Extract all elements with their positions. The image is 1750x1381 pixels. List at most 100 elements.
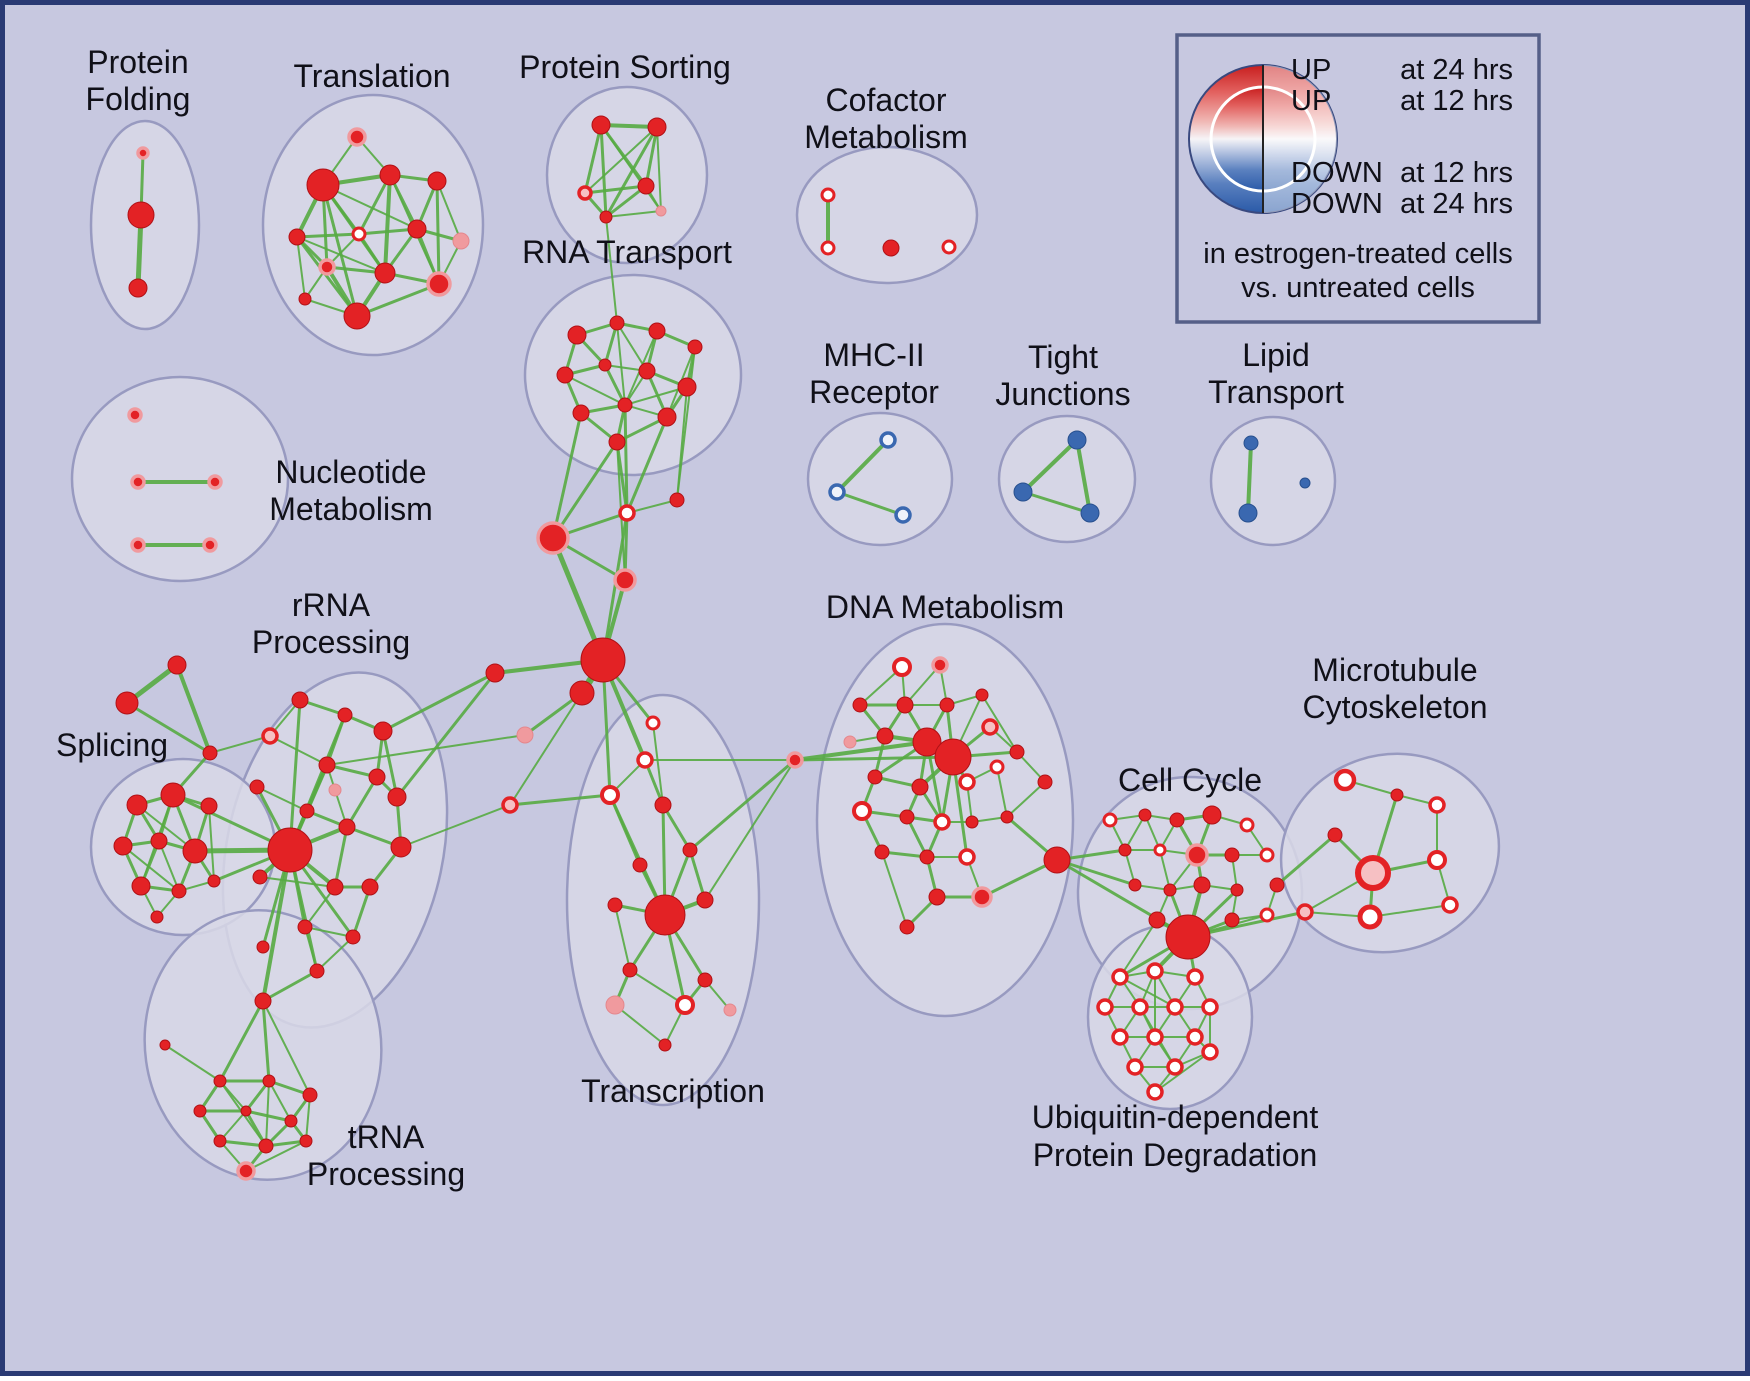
network-node-red — [1009, 744, 1025, 760]
network-node-red — [682, 842, 698, 858]
network-node-red — [127, 201, 155, 229]
network-node-pink — [605, 995, 625, 1015]
network-node-red — [113, 836, 133, 856]
legend-row-direction-3: DOWN — [1291, 188, 1383, 220]
network-edge — [623, 403, 629, 515]
network-node-red — [1224, 912, 1240, 928]
network-edge — [904, 664, 941, 706]
network-node-red — [637, 177, 655, 195]
network-node-ring — [1096, 998, 1114, 1016]
network-node-red — [599, 210, 613, 224]
network-node-red — [657, 407, 677, 427]
network-node-red — [607, 897, 623, 913]
network-edge — [508, 793, 612, 807]
network-node-ring — [892, 657, 912, 677]
network-edge — [601, 511, 629, 662]
network-node-red — [569, 680, 595, 706]
network-node-red — [299, 803, 315, 819]
network-node-ring — [1333, 768, 1357, 792]
network-node-red — [200, 797, 218, 815]
network-node-ring — [1441, 896, 1459, 914]
network-edge — [288, 698, 302, 852]
network-edge — [584, 126, 658, 194]
network-node-red — [171, 883, 187, 899]
network-node-red — [934, 738, 972, 776]
network-node-red — [882, 239, 900, 257]
network-node-red — [318, 756, 336, 774]
network-edge — [601, 658, 612, 797]
network-node-red — [677, 377, 697, 397]
network-node-red — [387, 787, 407, 807]
network-node-blue — [1080, 503, 1100, 523]
network-node-blue — [1067, 430, 1087, 450]
network-edge — [1021, 438, 1079, 494]
network-edge — [688, 758, 797, 852]
network-node-red — [288, 228, 306, 246]
legend-row-direction-2: DOWN — [1291, 157, 1383, 189]
network-edge — [164, 1044, 221, 1082]
legend-row-direction-1: UP — [1291, 85, 1331, 117]
network-edge — [351, 885, 372, 939]
network-edge — [357, 173, 392, 236]
network-node-red — [591, 115, 611, 135]
network-edge — [256, 786, 308, 812]
network-node-ring — [820, 240, 836, 256]
network-node-red — [697, 972, 713, 988]
network-edge — [122, 845, 180, 892]
cluster-label-splicing: Splicing — [56, 727, 168, 763]
network-node-red — [298, 292, 312, 306]
network-node-ring — [1428, 796, 1446, 814]
network-edge — [209, 735, 271, 754]
network-node-red — [202, 745, 218, 761]
network-edge — [219, 1110, 247, 1142]
cluster-ellipse-microtubule-cytoskeleton — [1279, 752, 1501, 954]
network-edge — [1369, 904, 1451, 918]
network-node-red — [379, 164, 401, 186]
network-node-red — [617, 397, 633, 413]
network-node-red — [284, 1114, 298, 1128]
network-edge — [261, 969, 319, 1003]
network-node-ring — [1166, 1058, 1184, 1076]
network-node-pinkring — [1355, 855, 1391, 891]
cluster-ellipse-mhc-ii-receptor — [806, 411, 954, 547]
network-node-red — [267, 827, 313, 873]
legend-caption-line2: vs. untreated cells — [1241, 272, 1475, 304]
network-node-red — [1202, 805, 1222, 825]
network-edge — [835, 490, 905, 517]
network-edge — [661, 803, 692, 852]
network-edge — [614, 904, 631, 971]
network-node-red — [345, 929, 361, 945]
network-node-red — [1138, 808, 1152, 822]
network-node-halo — [136, 146, 150, 160]
network-node-red — [150, 910, 164, 924]
network-edge — [1119, 976, 1176, 1008]
network-node-halo — [127, 407, 143, 423]
legend-row-time-0: at 24 hrs — [1400, 54, 1513, 86]
network-node-red — [928, 888, 946, 906]
cluster-label-protein-sorting: Protein Sorting — [519, 49, 731, 85]
network-edge — [295, 232, 361, 239]
network-node-halo — [931, 656, 949, 674]
network-node-ring — [941, 239, 957, 255]
network-node-halo — [426, 271, 452, 297]
network-edge — [564, 374, 626, 406]
network-edge — [600, 124, 662, 212]
network-edge — [1075, 438, 1092, 515]
network-node-ring — [1146, 1083, 1164, 1101]
network-node-ring — [351, 226, 367, 242]
network-edge — [175, 663, 212, 755]
network-edge — [981, 694, 1018, 753]
network-edge — [1124, 814, 1146, 851]
network-edge — [355, 282, 441, 318]
cluster-ellipse-protein-sorting — [545, 85, 709, 265]
network-node-red — [1390, 788, 1404, 802]
network-edge — [326, 734, 526, 766]
network-node-red — [852, 697, 868, 713]
network-node-red — [580, 637, 626, 683]
network-edge — [605, 216, 618, 324]
network-node-red — [343, 302, 371, 330]
network-node-red — [556, 366, 574, 384]
